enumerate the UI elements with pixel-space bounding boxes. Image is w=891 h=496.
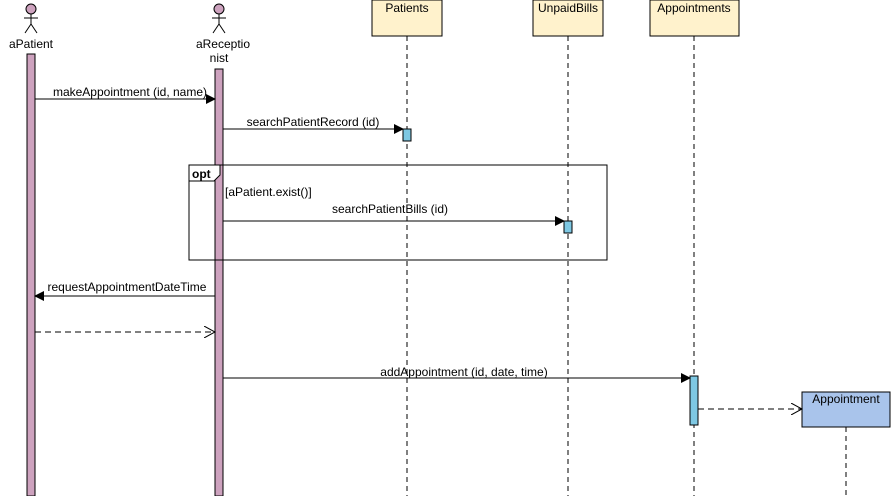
object-appointment-label: Appointment <box>812 392 880 406</box>
object-unpaidbills-label: UnpaidBills <box>538 1 598 15</box>
actor-apatient: aPatient <box>9 3 54 496</box>
message-search-patient-bills-label: searchPatientBills (id) <box>332 202 448 216</box>
message-make-appointment: makeAppointment (id, name) <box>35 85 216 104</box>
object-appointments: Appointments <box>649 0 740 496</box>
object-appointment: Appointment <box>801 391 891 496</box>
stick-figure-icon <box>212 3 226 34</box>
activation-patients <box>402 128 412 142</box>
message-add-appointment: addAppointment (id, date, time) <box>223 365 691 383</box>
object-unpaidbills: UnpaidBills <box>532 0 604 496</box>
opt-fragment: opt [aPatient.exist()] <box>188 164 608 261</box>
actor-areceptionist-label-line1: aReceptio <box>196 37 250 51</box>
activation-apatient <box>26 53 36 496</box>
message-search-patient-record-label: searchPatientRecord (id) <box>247 115 380 129</box>
stick-figure-icon <box>24 3 38 34</box>
activation-appointments <box>689 375 699 426</box>
activation-areceptionist <box>214 68 224 496</box>
object-patients-header <box>371 0 443 37</box>
activation-unpaidbills <box>563 220 573 234</box>
opt-fragment-tab <box>188 164 221 182</box>
message-search-patient-record: searchPatientRecord (id) <box>223 115 404 134</box>
opt-fragment-guard: [aPatient.exist()] <box>225 185 312 199</box>
message-add-appointment-label: addAppointment (id, date, time) <box>380 365 547 379</box>
message-search-patient-bills: searchPatientBills (id) <box>223 202 565 226</box>
actor-areceptionist-label-line2: nist <box>210 51 229 65</box>
actor-areceptionist: aReceptio nist <box>196 3 250 496</box>
actor-apatient-label: aPatient <box>9 37 54 51</box>
object-appointment-header <box>801 391 891 428</box>
object-patients-label: Patients <box>385 1 428 15</box>
opt-fragment-operator: opt <box>192 167 211 181</box>
message-request-datetime-label: requestAppointmentDateTime <box>48 280 207 294</box>
message-request-datetime: requestAppointmentDateTime <box>34 280 215 301</box>
object-patients: Patients <box>371 0 443 496</box>
opt-fragment-frame <box>188 164 608 261</box>
message-make-appointment-label: makeAppointment (id, name) <box>53 85 207 99</box>
object-appointments-label: Appointments <box>657 1 730 15</box>
